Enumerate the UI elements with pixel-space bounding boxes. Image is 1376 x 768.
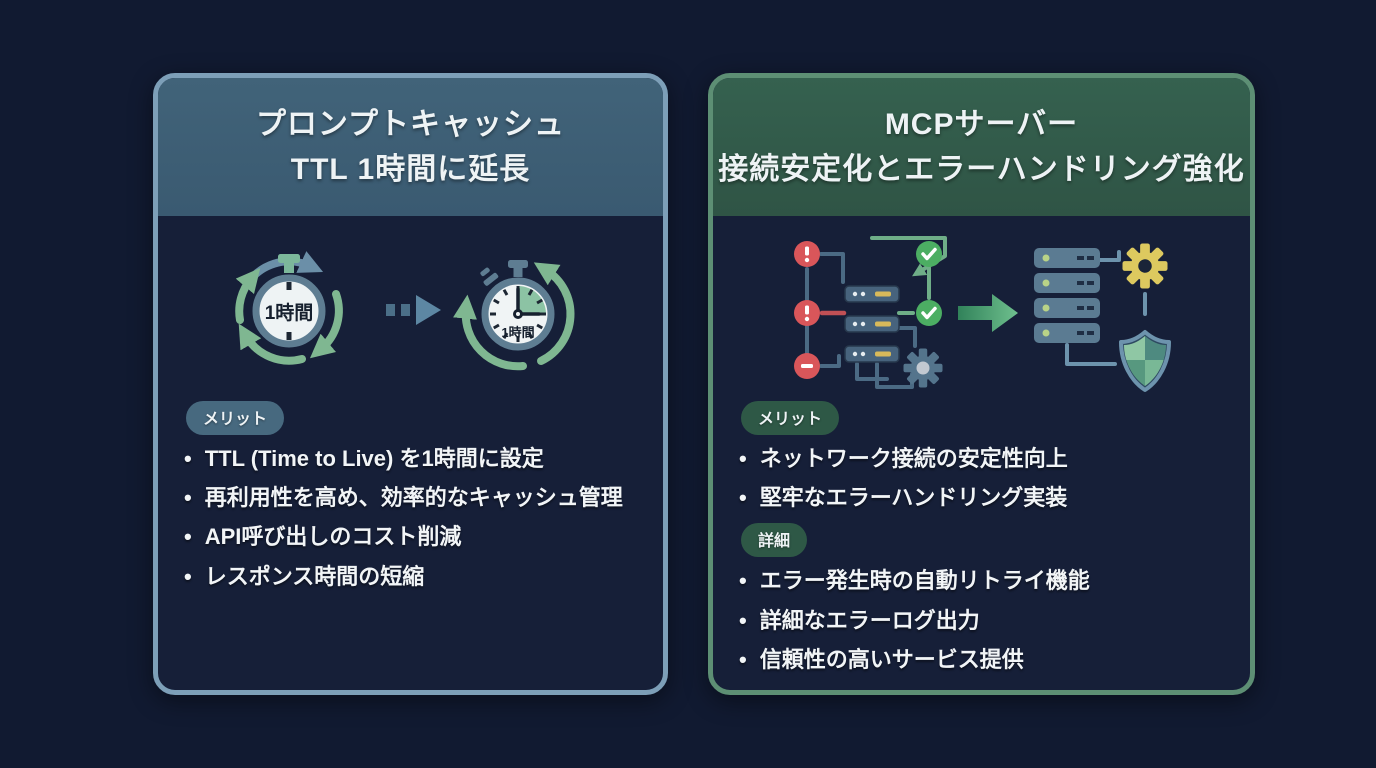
card-title-line2: 接続安定化とエラーハンドリング強化 xyxy=(718,153,1245,186)
shield-icon xyxy=(1118,330,1171,392)
server-stack-icon xyxy=(843,285,900,363)
check-icon xyxy=(915,241,942,267)
list-item: • 堅牢なエラーハンドリング実装 xyxy=(739,482,1224,513)
error-icon xyxy=(793,300,820,326)
list-item: • TTL (Time to Live) を1時間に設定 xyxy=(184,443,637,474)
stopwatch-hour-icon: 1時間 xyxy=(452,259,574,370)
card-title-line2: TTL 1時間に延長 xyxy=(290,153,531,186)
bullet-dot: • xyxy=(739,646,747,672)
cache-bullet-list: • TTL (Time to Live) を1時間に設定 • 再利用性を高め、効… xyxy=(184,443,637,592)
list-item: • レスポンス時間の短縮 xyxy=(184,561,637,592)
mcp-illustration xyxy=(713,216,1250,401)
stopwatch-stem xyxy=(513,267,522,277)
bullet-dot: • xyxy=(184,485,192,511)
card-title-line1: プロンプトキャッシュ xyxy=(255,108,566,141)
stopwatch-button xyxy=(277,253,300,263)
bullet-text: 堅牢なエラーハンドリング実装 xyxy=(759,485,1068,511)
stopwatch-stem xyxy=(283,262,294,273)
list-item: • エラー発生時の自動リトライ機能 xyxy=(739,565,1224,596)
bullet-text: 再利用性を高め、効率的なキャッシュ管理 xyxy=(204,485,623,511)
bullet-text: API呼び出しのコスト削減 xyxy=(204,524,462,550)
mcp-server-header: MCPサーバー 接続安定化とエラーハンドリング強化 xyxy=(713,78,1250,216)
merit-badge: メリット xyxy=(186,401,285,435)
bullet-dot: • xyxy=(184,524,192,550)
card-title-line1: MCPサーバー xyxy=(884,108,1079,141)
mcp-merit-list: • ネットワーク接続の安定性向上 • 堅牢なエラーハンドリング実装 xyxy=(739,443,1224,513)
bullet-dot: • xyxy=(739,485,747,511)
server-stack-icon xyxy=(1033,248,1100,343)
stopwatch-button xyxy=(507,259,528,268)
dashed-arrow-icon xyxy=(385,294,441,325)
minus-error-icon xyxy=(793,353,820,379)
bullet-dot: • xyxy=(739,568,747,594)
detail-badge: 詳細 xyxy=(741,523,808,558)
bullet-text: 詳細なエラーログ出力 xyxy=(759,607,980,633)
stopwatch-diagram: 1時間 xyxy=(234,250,574,370)
bullet-text: TTL (Time to Live) を1時間に設定 xyxy=(204,446,544,471)
merit-badge: メリット xyxy=(741,401,840,435)
server-diagram xyxy=(793,236,1171,392)
stopwatch-label-after: 1時間 xyxy=(501,325,534,340)
mcp-detail-list: • エラー発生時の自動リトライ機能 • 詳細なエラーログ出力 • 信頼性の高いサ… xyxy=(739,565,1224,675)
bullet-dot: • xyxy=(739,446,747,471)
hour-sector xyxy=(517,285,546,314)
bullet-dot: • xyxy=(184,446,192,471)
list-item: • API呼び出しのコスト削減 xyxy=(184,521,637,552)
gear-icon xyxy=(1122,243,1167,289)
mcp-content: メリット • ネットワーク接続の安定性向上 • 堅牢なエラーハンドリング実装 詳… xyxy=(713,401,1250,675)
list-item: • 詳細なエラーログ出力 xyxy=(739,605,1224,636)
stopwatch-label-before: 1時間 xyxy=(264,302,313,324)
stable-server-icon xyxy=(1033,243,1171,392)
bullet-dot: • xyxy=(739,607,747,633)
bullet-dot: • xyxy=(184,563,192,589)
stopwatch-cycle-icon: 1時間 xyxy=(234,250,343,365)
mcp-server-card: MCPサーバー 接続安定化とエラーハンドリング強化 xyxy=(708,73,1255,695)
bullet-text: レスポンス時間の短縮 xyxy=(204,563,425,589)
check-icon xyxy=(915,300,942,326)
green-arrow-icon xyxy=(957,294,1018,332)
list-item: • 信頼性の高いサービス提供 xyxy=(739,644,1224,675)
bullet-text: 信頼性の高いサービス提供 xyxy=(759,646,1024,672)
gear-icon xyxy=(903,348,942,388)
list-item: • 再利用性を高め、効率的なキャッシュ管理 xyxy=(184,482,637,513)
prompt-cache-header: プロンプトキャッシュ TTL 1時間に延長 xyxy=(158,78,663,216)
unstable-server-icon xyxy=(793,236,947,389)
error-icon xyxy=(793,241,820,267)
cache-illustration: 1時間 xyxy=(158,216,663,401)
bullet-text: エラー発生時の自動リトライ機能 xyxy=(759,568,1090,594)
prompt-cache-card: プロンプトキャッシュ TTL 1時間に延長 xyxy=(153,73,668,695)
bullet-text: ネットワーク接続の安定性向上 xyxy=(759,446,1068,471)
list-item: • ネットワーク接続の安定性向上 xyxy=(739,443,1224,474)
cache-content: メリット • TTL (Time to Live) を1時間に設定 • 再利用性… xyxy=(158,401,663,592)
